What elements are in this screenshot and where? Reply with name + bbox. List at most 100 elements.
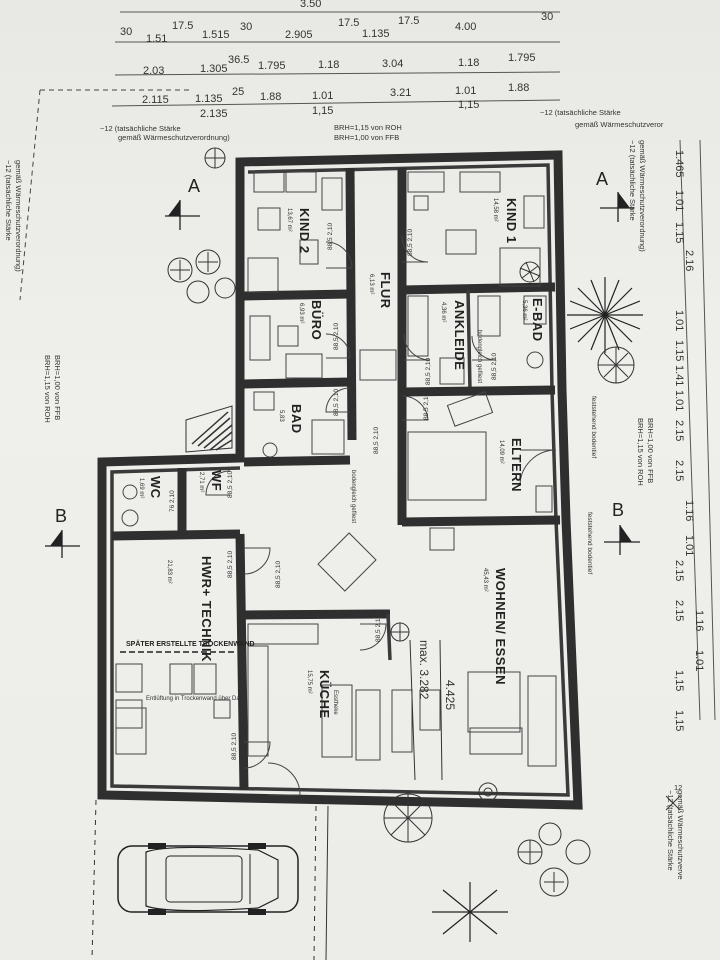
dim-label: 1.01 (683, 535, 695, 556)
dim-label: 2.16 (683, 250, 695, 271)
dim-label: 2.15 (673, 460, 685, 481)
room-name: ANKLEIDE (452, 300, 467, 370)
dim-label: 30 (541, 11, 553, 23)
room-area: 6,93 m² (298, 303, 304, 323)
section-marker-a-left: A (165, 176, 200, 230)
dim-label: 1.795 (508, 52, 536, 64)
dim-label: 1.795 (258, 60, 286, 72)
dim-label: 1.16 (693, 610, 705, 631)
svg-text:B: B (55, 506, 67, 526)
wall-note: gemäß Wärmeschutzverordnung) (638, 140, 647, 252)
dim-label: 1.465 (673, 150, 685, 178)
room-area: 4,36 m² (440, 302, 446, 322)
dim-label: 17.5 (398, 15, 419, 27)
right-dimension-chain: 1.465 1.01 1.15 2.16 1.01 1.15 1.41 1.01… (673, 139, 716, 731)
door-label: 88,5 2,10 (423, 393, 430, 420)
brh-note: BRH=1,15 von ROH (334, 123, 402, 132)
room-name: FLUR (378, 272, 393, 309)
dim-label: 1.135 (195, 93, 223, 105)
door-labels: 88,5 2,10 88,5 2,10 88,5 2,10 88,5 2,10 … (169, 223, 498, 760)
drywall-note: SPÄTER ERSTELLTE TROCKENWAND (126, 640, 255, 648)
plant-bottom-tree (383, 793, 433, 843)
room-name: WF (209, 470, 224, 491)
dim-label: 1.515 (202, 29, 230, 41)
wall-note: ~12 (tatsächliche Stärke (628, 140, 637, 221)
dim-label: 1.01 (693, 650, 705, 671)
wall-note: ~12 (tatsächliche Stärke (100, 124, 181, 133)
dim-label: 1,15 (312, 105, 333, 117)
max-dim: max. 3.282 (417, 640, 431, 700)
room-name: BÜRO (309, 300, 324, 340)
dim-label: 1,15 (673, 670, 685, 691)
room-area: 14,09 m² (498, 440, 504, 464)
wall-note: ~12 (tatsächliche Stärke (540, 108, 621, 117)
svg-text:B: B (612, 500, 624, 520)
dim-label: 3.21 (390, 87, 411, 99)
section-marker-b-right: B (604, 500, 640, 555)
dim-label: 3.50 (300, 0, 321, 10)
dim-label: 1.18 (458, 57, 479, 69)
bath-note: bodengleich gefliest (350, 470, 356, 523)
wall-note: gemäß Wärmeschutzverve (676, 790, 685, 880)
door-label: 88,5 2,10 (327, 223, 334, 250)
brh-note: BRH=1,00 von FFB (53, 355, 62, 420)
dim-label: 4.00 (455, 21, 476, 33)
room-name: WOHNEN/ ESSEN (493, 568, 508, 685)
dim-label: 1.305 (200, 63, 228, 75)
room-dim: 4.425 (443, 680, 457, 710)
plant-kind1 (519, 261, 541, 283)
room-area: 5,83 (278, 410, 284, 422)
dim-label: 1.88 (260, 91, 281, 103)
dim-label: 3.04 (382, 58, 403, 70)
dim-label: 1.41 (673, 365, 685, 386)
dim-label: 2.15 (673, 600, 685, 621)
room-area: 5,36 m² (521, 300, 527, 320)
dim-label: 2.03 (143, 65, 164, 77)
dim-label: 30 (120, 26, 132, 38)
svg-text:A: A (188, 176, 200, 196)
dim-label: 17.5 (172, 20, 193, 32)
room-area: 1,69 m² (138, 478, 144, 498)
plant-left-cluster (167, 249, 236, 304)
room-area: 2,71 m² (198, 472, 204, 492)
wall-note: ~12 (tatsächliche Stärke (666, 790, 675, 871)
entrance-steps (185, 405, 233, 453)
dim-label: 1.15 (673, 222, 685, 243)
plants (167, 147, 643, 942)
plan-notes: bodengleich gefliest bodengleich geflies… (120, 330, 597, 781)
room-name: E-BAD (530, 298, 545, 342)
room-name: ELTERN (509, 438, 524, 492)
plant-living (390, 622, 410, 642)
dim-label: 1.16 (683, 500, 695, 521)
brh-note: BRH=1,15 von ROH (43, 355, 52, 423)
dim-label: 1.01 (673, 390, 685, 411)
plant-right-small (597, 346, 635, 384)
dim-label: 25 (232, 86, 244, 98)
door-label: 88,5 2,10 (227, 551, 234, 578)
door-label: 88,5 2,10 (491, 353, 498, 380)
door-label: 88,5 2,10 (425, 358, 432, 385)
dim-label: 30 (240, 21, 252, 33)
plant-top (204, 147, 226, 169)
room-name: WC (148, 476, 163, 499)
door-label: 88,5 2,10 (333, 389, 340, 416)
room-area: 21,83 m² (166, 560, 172, 584)
dim-label: 1.01 (673, 190, 685, 211)
room-name: HWR+ TECHNIK (199, 556, 214, 662)
bath-note: bodengleich gefliest (476, 330, 482, 383)
brh-note: BRH=1,00 von FFB (646, 418, 655, 483)
dim-label: 1.01 (312, 90, 333, 102)
interior-walls (111, 167, 561, 791)
wall-notes: ~12 (tatsächliche Stärke gemäß Wärmeschu… (4, 108, 685, 880)
dim-label: 2.115 (142, 94, 169, 106)
door-label: 76 2,10 (169, 490, 176, 512)
door-label: 88,5 2,10 (407, 229, 414, 256)
dim-label: 1.01 (673, 310, 685, 331)
door-label: 88,5 2,10 (333, 323, 340, 350)
driveway (91, 799, 329, 960)
door-label: 88,5 2,10 (375, 615, 382, 642)
dim-label: 1.88 (508, 82, 529, 94)
wall-note: gemäß Wärmeschutzverordnung) (118, 133, 230, 142)
